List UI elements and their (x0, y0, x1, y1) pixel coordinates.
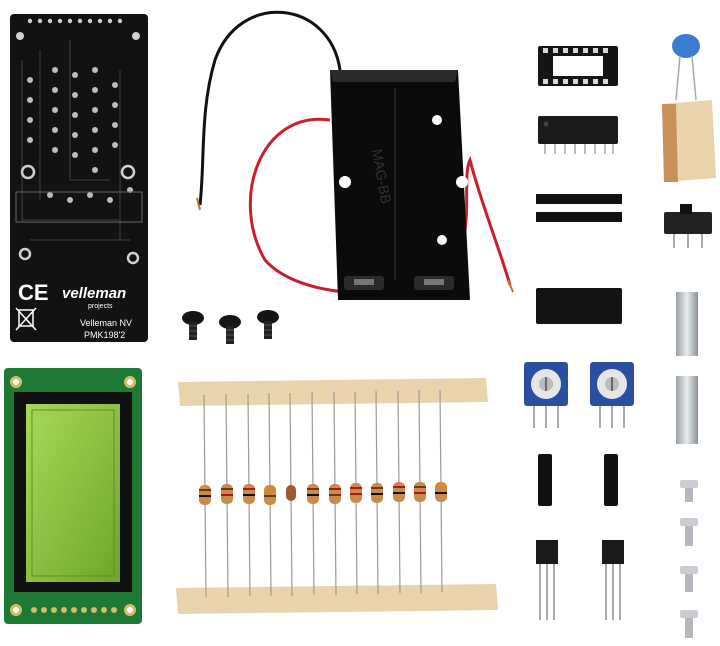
pcb-board: CE velleman projects Velleman NV PMK198'… (10, 14, 148, 342)
screw (182, 311, 204, 340)
trimmer-potentiometer (524, 362, 568, 428)
pcb-maker: Velleman NV (80, 318, 132, 328)
screw (219, 315, 241, 344)
bolt (680, 480, 698, 502)
weee-bin-icon (15, 307, 37, 331)
bolt (680, 566, 698, 592)
jumper-connectors (538, 454, 618, 506)
slide-switch (664, 204, 712, 248)
ic-socket (538, 46, 618, 86)
pin-headers (536, 182, 622, 248)
lcd-connector-pads (31, 607, 117, 613)
standoffs (676, 292, 698, 444)
trimmer-potentiometer (590, 362, 634, 428)
resistors (199, 482, 447, 505)
lcd-module (4, 368, 142, 624)
ce-mark: CE (18, 280, 49, 305)
female-header (536, 272, 622, 324)
transistor (602, 540, 624, 620)
pcb-brand: velleman (62, 285, 126, 302)
screw (257, 310, 279, 339)
bolt (680, 610, 698, 638)
resistor-strip (176, 378, 498, 614)
capacitor (662, 34, 716, 182)
pcb-brand-sub: projects (88, 303, 113, 310)
lcd-glass (26, 404, 120, 582)
bolts (680, 480, 698, 638)
transistor (536, 540, 558, 620)
battery-holder: MAG-BB (196, 10, 514, 300)
pcb-model: PMK198'2 (84, 330, 125, 340)
trimmer-potentiometers (524, 362, 634, 428)
ic-chip (538, 116, 618, 154)
screws (182, 310, 279, 344)
bolt (680, 518, 698, 546)
transistors (536, 540, 624, 620)
